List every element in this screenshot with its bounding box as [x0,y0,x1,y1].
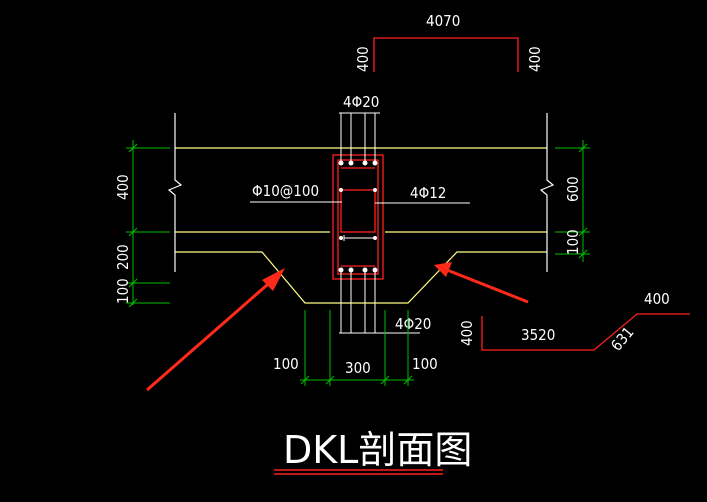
haunch-outline [175,251,547,304]
rebar-dot [339,236,343,240]
inner-stirrup [337,159,379,275]
rebar-dots [338,160,378,273]
dim-bottom-100-left: 100 [273,355,299,373]
right-arrow-icon [434,262,529,304]
left-arrow-icon [146,268,285,392]
rebar-dot [373,188,377,192]
dim-right-100: 100 [564,229,582,255]
rebar-dot [362,267,368,273]
rebar-dot [362,160,368,166]
concrete-outline [167,113,555,304]
dim-detail-400-left: 400 [458,320,476,346]
dim-right-600: 600 [564,176,582,202]
beam-cage [332,154,384,280]
rebar-dot [373,236,377,240]
rebar-dot [348,160,354,166]
rebar-dot [348,267,354,273]
annotation-arrows [146,262,529,392]
label-side-bars: 4Φ12 [410,184,446,202]
drawing-title: DKL剖面图 [283,428,472,472]
rebar-leaders [250,112,470,334]
label-top-bars: 4Φ20 [343,93,379,111]
outer-stirrup [332,154,384,280]
right-break-line [539,113,555,272]
rebar-dot [339,188,343,192]
dim-detail-400-top: 400 [644,290,670,308]
rebar-dot [338,160,344,166]
dim-detail-3520: 3520 [521,326,555,344]
top-span-detail: 4070 400 400 [354,12,544,72]
label-bottom-bars: 4Φ20 [395,315,431,333]
right-dimensions [555,140,590,262]
dim-top-left-400: 400 [354,46,372,72]
rebar-dot [338,267,344,273]
dim-left-400: 400 [114,174,132,200]
rebar-dot [372,267,378,273]
dim-left-100: 100 [114,278,132,304]
bottom-dimensions [300,310,414,386]
left-break-line [167,113,183,272]
left-dimensions [126,140,170,308]
label-stirrups: Φ10@100 [252,182,319,200]
dim-bottom-100-right: 100 [412,355,438,373]
dim-top-right-400: 400 [526,46,544,72]
rebar-dot [372,160,378,166]
side-tie [340,189,376,233]
dim-4070: 4070 [426,12,460,30]
dim-bottom-300: 300 [345,359,371,377]
dim-left-200: 200 [114,244,132,270]
